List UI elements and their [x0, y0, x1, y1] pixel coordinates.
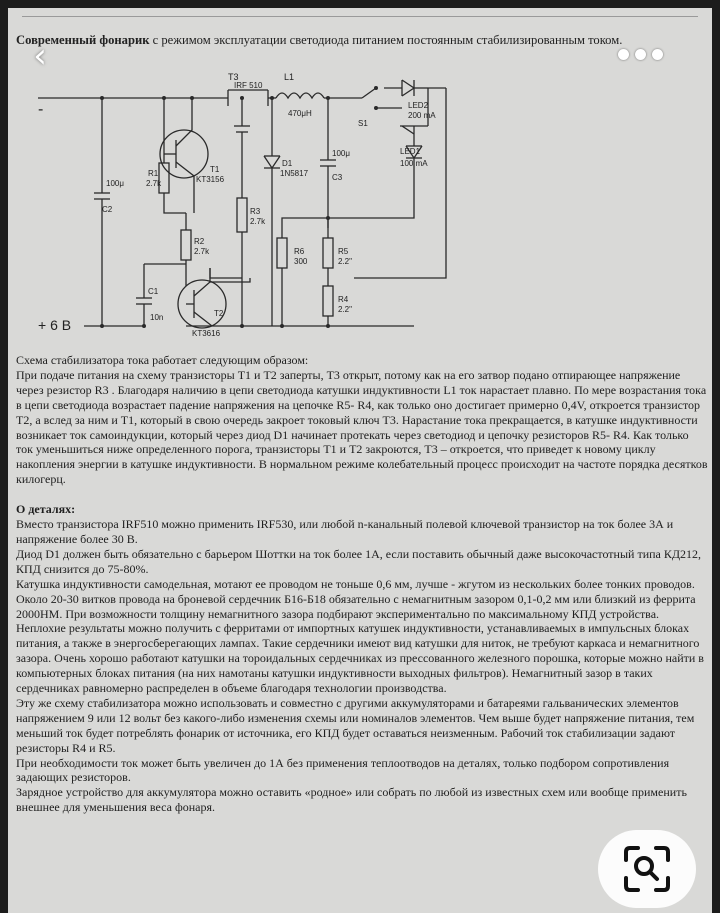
paragraph: Эту же схему стабилизатора можно использ… [16, 695, 695, 755]
led1-label: LED1 [400, 147, 421, 156]
paragraph: При необходимости ток может быть увеличе… [16, 755, 670, 785]
paragraph: При подаче питания на схему транзисторы … [16, 367, 708, 487]
r1-label: R1 [148, 169, 159, 178]
led1-current-label: 100 mA [400, 159, 428, 168]
r3-label: R3 [250, 207, 261, 216]
t1-model-label: KT3156 [196, 175, 225, 184]
article-title-rest: с режимом эксплуатации светодиода питани… [149, 33, 623, 47]
chevron-left-icon: ‹ [33, 36, 47, 76]
led2-label: LED2 [408, 101, 429, 110]
t3-model-label: IRF 510 [234, 81, 263, 90]
r5-value-label: 2.2" [338, 257, 352, 266]
r4-label: R4 [338, 295, 349, 304]
minus-terminal-label: - [38, 101, 43, 118]
r1-value-label: 2.7k [146, 179, 162, 188]
c1-value-label: 10n [150, 313, 163, 322]
article-body: Схема стабилизатора тока работает следую… [16, 353, 708, 815]
circuit-schematic: - + 6 В T3 IRF 510 L1 470μH S1 LED2 200 … [38, 72, 447, 338]
paragraph: Зарядное устройство для аккумулятора мож… [16, 785, 687, 815]
r4-value-label: 2.2" [338, 305, 352, 314]
r2-label: R2 [194, 237, 205, 246]
section-heading: О деталях: [16, 502, 76, 517]
r5-label: R5 [338, 247, 349, 256]
r3-value-label: 2.7k [250, 217, 266, 226]
paragraph: Схема стабилизатора тока работает следую… [16, 353, 309, 367]
lens-search-icon [624, 846, 670, 892]
c3-label: C3 [332, 173, 343, 182]
d1-model-label: 1N5817 [280, 169, 309, 178]
paragraph: Вместо транзистора IRF510 можно применит… [16, 517, 674, 546]
r6-value-label: 300 [294, 257, 308, 266]
article-title: Современный фонарик с режимом эксплуатац… [16, 33, 706, 48]
back-button[interactable]: ‹ [20, 36, 60, 76]
c2-value-label: 100μ [106, 179, 124, 188]
paragraph: Катушка индуктивности самодельная, мотаю… [16, 576, 704, 696]
led2-current-label: 200 mA [408, 111, 436, 120]
l1-value-label: 470μH [288, 109, 312, 118]
c1-label: C1 [148, 287, 159, 296]
visual-search-button[interactable] [598, 830, 696, 908]
more-options-button[interactable] [612, 44, 668, 64]
supply-voltage-label: + 6 В [38, 317, 71, 333]
article-page: Современный фонарик с режимом эксплуатац… [8, 8, 712, 913]
c2-label: C2 [102, 205, 113, 214]
t2-label: T2 [214, 309, 224, 318]
t3-label: T3 [228, 72, 239, 82]
c3-value-label: 100μ [332, 149, 350, 158]
d1-label: D1 [282, 159, 293, 168]
l1-label: L1 [284, 72, 294, 82]
article-title-bold: Современный фонарик [16, 33, 150, 47]
r2-value-label: 2.7k [194, 247, 210, 256]
more-dots-icon [617, 48, 629, 60]
divider [22, 16, 698, 17]
r6-label: R6 [294, 247, 305, 256]
paragraph: Диод D1 должен быть обязательно с барьер… [16, 546, 702, 576]
t2-model-label: KT3616 [192, 329, 221, 338]
s1-label: S1 [358, 119, 368, 128]
t1-label: T1 [210, 165, 220, 174]
